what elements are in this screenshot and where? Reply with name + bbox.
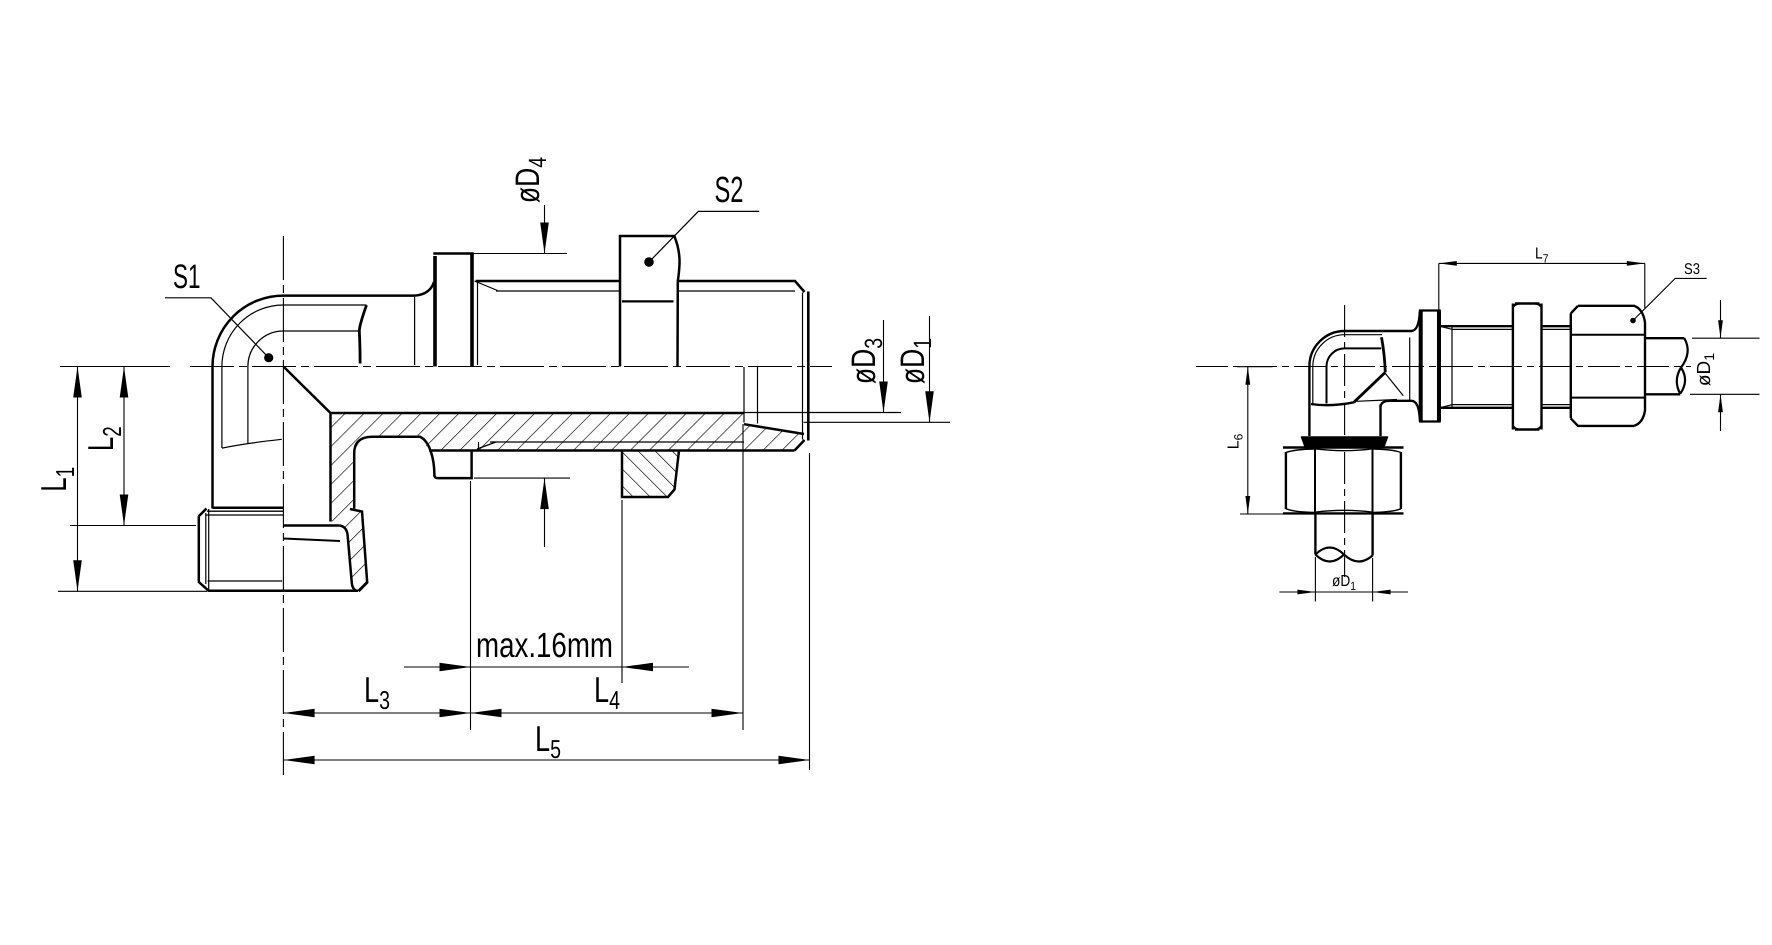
svg-text:øD1: øD1: [1694, 353, 1717, 386]
svg-text:L4: L4: [594, 669, 620, 715]
svg-text:øD1: øD1: [1332, 573, 1356, 593]
svg-text:S2: S2: [715, 169, 744, 210]
svg-text:S1: S1: [173, 258, 201, 296]
svg-text:S3: S3: [1684, 261, 1700, 278]
svg-text:max.16mm: max.16mm: [476, 626, 613, 665]
